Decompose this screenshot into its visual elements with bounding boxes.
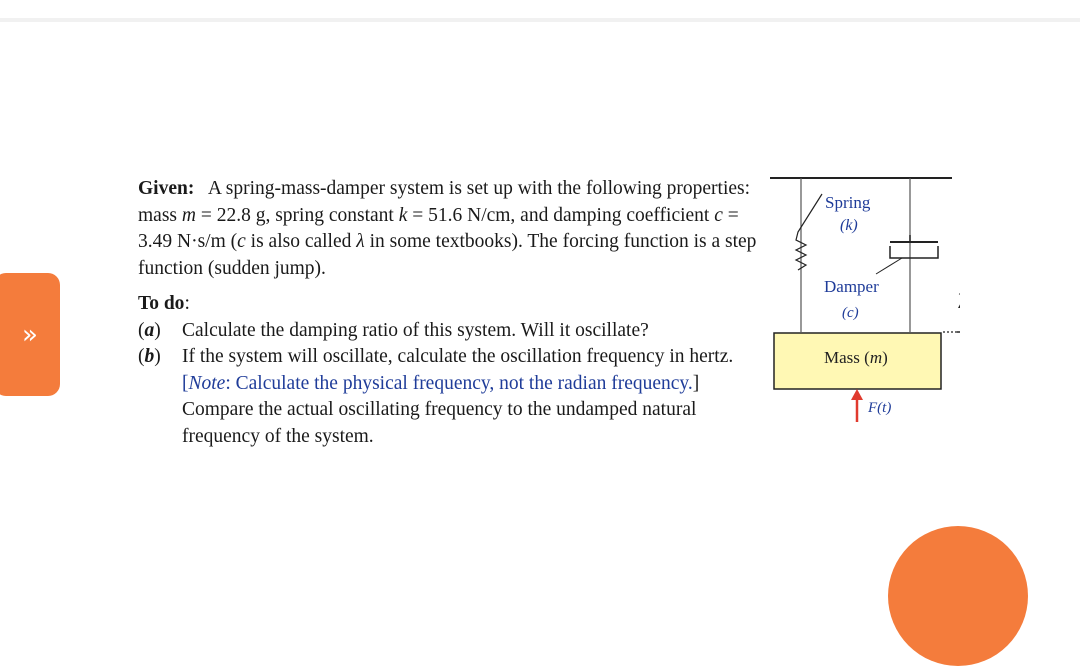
given-label: Given: (138, 178, 195, 199)
double-chevron-right-icon: » (22, 319, 38, 350)
displacement-label: y (958, 280, 960, 295)
mass-block (773, 332, 942, 390)
force-label: F(t) (867, 400, 891, 416)
displacement-arrowhead-icon (958, 304, 960, 308)
side-panel-toggle[interactable]: » (0, 273, 60, 396)
floating-action-button[interactable] (888, 526, 1028, 666)
todo-heading: To do: (138, 293, 190, 314)
spring-symbol: (k) (840, 217, 858, 234)
item-letter: (b) (138, 346, 161, 367)
damper-label: Damper (824, 277, 879, 296)
spring-icon (794, 193, 823, 271)
spring-mass-damper-diagram: Spring (k) Damper (c) Mass (m) F(t) y (770, 177, 960, 422)
given-paragraph: Given: A spring-mass-damper system is se… (138, 178, 757, 279)
todo-item-b: (b) If the system will oscillate, calcul… (138, 344, 758, 450)
item-letter: (a) (138, 319, 161, 341)
todo-item-a: (a) Calculate the damping ratio of this … (138, 318, 758, 345)
damper-cylinder (889, 246, 939, 259)
damper-symbol: (c) (842, 305, 859, 321)
mass-label: Mass (m) (824, 348, 888, 367)
force-arrowhead-icon (851, 389, 863, 400)
top-divider (0, 18, 1080, 22)
spring-label: Spring (825, 193, 871, 212)
note-text: [Note: Calculate the physical frequency,… (182, 372, 693, 394)
item-text: Calculate the damping ratio of this syst… (182, 319, 649, 341)
damper-leader-line (875, 257, 903, 275)
problem-statement: Given: A spring-mass-damper system is se… (138, 176, 758, 450)
item-text: If the system will oscillate, calculate … (182, 346, 734, 447)
